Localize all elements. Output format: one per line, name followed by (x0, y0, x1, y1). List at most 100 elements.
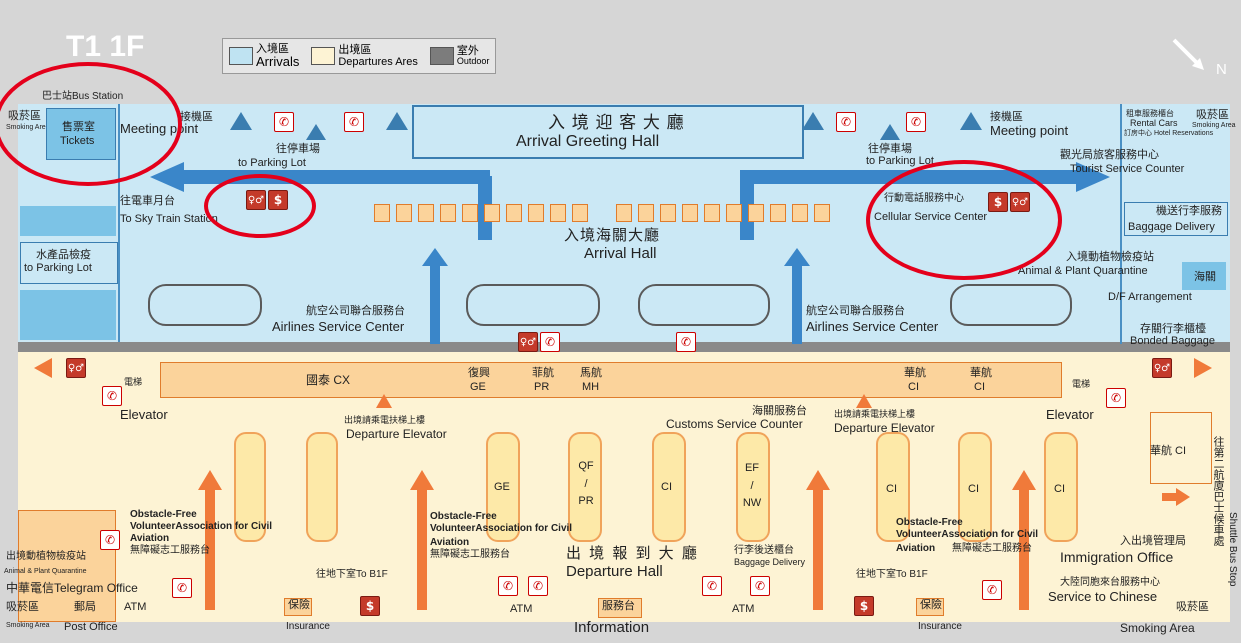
chinese-zh: 大陸同胞來台服務中心 (1060, 577, 1160, 588)
baggage-delivery-en: Baggage Delivery (1128, 221, 1215, 233)
parking-left-en: to Parking Lot (238, 157, 306, 169)
dep-elevator-left-en: Departure Elevator (346, 427, 447, 441)
animal-arrival-zh: 入境動植物檢疫站 (1066, 251, 1154, 263)
immigration-booth (616, 204, 632, 222)
legend-departures-en: Departures Ares (338, 56, 418, 68)
post-en: Post Office (64, 621, 118, 633)
immigration-booth (572, 204, 588, 222)
ci-right-label: 華航 CI (1150, 445, 1187, 457)
right-vertical-walkway (740, 176, 754, 240)
right-service-block (1150, 412, 1212, 484)
insurance-left-en: Insurance (286, 621, 330, 632)
right-arrow-orange-icon (1162, 488, 1190, 506)
information-en: Information (574, 619, 650, 636)
baggage-carousel (148, 284, 262, 326)
immigration-zh: 入出境管理局 (1120, 535, 1186, 547)
b1-left: 往地下室To B1F (316, 569, 388, 580)
arrival-hall-zh: 入境海關大廳 (564, 227, 661, 244)
legend-departures-zh: 出境區 (338, 43, 372, 56)
departure-hall-en: Departure Hall (566, 563, 663, 580)
airlines-left-en: Airlines Service Center (272, 319, 405, 334)
insurance-box-right (916, 598, 944, 616)
checkin-island (736, 432, 770, 542)
phone-icon: ✆ (836, 112, 856, 132)
quarantine-left-en: to Parking Lot (24, 262, 92, 274)
baggage-delivery-box (1124, 202, 1228, 236)
counter-label: CI (661, 481, 672, 493)
atm-right: ATM (732, 603, 755, 615)
baggage-carousel (950, 284, 1072, 326)
airlines-right-en: Airlines Service Center (806, 319, 939, 334)
insurance-box-left (284, 598, 312, 616)
immigration-booth (374, 204, 390, 222)
phone-icon: ✆ (274, 112, 294, 132)
dep-elevator-left-zh: 出境請乘電扶梯上樓 (344, 415, 426, 425)
phone-icon: ✆ (528, 576, 548, 596)
legend-outdoor: 室外 Outdoor (429, 45, 490, 67)
immigration-en: Immigration Office (1060, 549, 1174, 565)
immigration-booth (462, 204, 478, 222)
immigration-booth (528, 204, 544, 222)
mh-en: MH (582, 381, 600, 393)
ge-zh: 復興 (468, 367, 490, 379)
customs-service-zh: 海關服務台 (752, 405, 807, 417)
information-zh: 服務台 (602, 600, 635, 612)
departures-swatch (311, 47, 336, 65)
left-lower-block (20, 290, 116, 340)
baggage-dep-zh: 行李後送櫃台 (734, 545, 794, 556)
df-arrangement: D/F Arrangement (1108, 291, 1192, 303)
chinese-en: Service to Chinese (1048, 589, 1158, 604)
legend-outdoor-en: Outdoor (456, 56, 490, 67)
outdoor-swatch (429, 46, 454, 65)
baggage-carousel (466, 284, 600, 326)
phone-icon: ✆ (540, 332, 560, 352)
immigration-booth (726, 204, 742, 222)
highlight-circle-cellular-center (866, 160, 1062, 280)
hotel-label: 訂房中心 Hotel Reservations (1124, 130, 1213, 137)
restroom-icon: ♀♂ (1152, 358, 1172, 378)
baggage-dep-en: Baggage Delivery (734, 557, 806, 567)
elevator-right-en: Elevator (1046, 407, 1094, 422)
atm-left: ATM (124, 601, 147, 613)
rental-zh: 租車服務櫃台 (1126, 109, 1174, 118)
animal-exit-zh: 出境動植物檢疫站 (6, 551, 86, 562)
baggage-delivery-zh: 機送行李服務 (1156, 205, 1222, 217)
right-building-block (1120, 104, 1230, 344)
immigration-booth (440, 204, 456, 222)
pr-en: PR (534, 381, 550, 393)
checkin-island (958, 432, 992, 542)
checkin-island (234, 432, 266, 542)
insurance-left-zh: 保險 (288, 599, 310, 611)
counter-label: CI (886, 483, 897, 495)
up-triangle-1 (230, 112, 252, 130)
floor-label: T1 1F (66, 30, 145, 63)
obstacle-right-2: VolunteerAssociation for Civil (896, 529, 1039, 540)
restroom-icon: ♀♂ (518, 332, 538, 352)
ci-strip-zh-1: 華航 (904, 367, 926, 379)
phone-icon: ✆ (906, 112, 926, 132)
parking-left-zh: 往停車場 (276, 143, 320, 155)
up-arrow-orange-icon (410, 470, 434, 610)
customs-service-en: Customs Service Counter (666, 417, 803, 431)
highlight-circle-bus-station (0, 62, 182, 186)
obstacle-mid-2: VolunteerAssociation for Civil (430, 523, 573, 534)
up-arrow-icon (784, 248, 810, 344)
insurance-right-zh: 保險 (920, 599, 942, 611)
ci-strip-zh-2: 華航 (970, 367, 992, 379)
counter-label: CI (968, 483, 979, 495)
arrival-hall-en: Arrival Hall (584, 245, 657, 262)
tourist-en: Tourist Service Counter (1070, 163, 1185, 175)
immigration-booth (506, 204, 522, 222)
phone-icon: ✆ (750, 576, 770, 596)
immigration-booth (638, 204, 654, 222)
up-triangle-3 (306, 124, 326, 140)
meeting-left-zh: 接機區 (180, 111, 213, 123)
legend-arrivals-zh: 入境區 (256, 42, 289, 55)
up-triangle-5 (960, 112, 982, 130)
customs-zh: 海關 (1194, 271, 1216, 283)
phone-icon: ✆ (172, 578, 192, 598)
smoking-dep-right-en: Smoking Area (1120, 621, 1195, 635)
ci-strip-en-1: CI (908, 381, 919, 393)
airlines-right-zh: 航空公司聯合服務台 (806, 305, 905, 317)
hotel-en: Hotel Reservations (1153, 130, 1214, 137)
